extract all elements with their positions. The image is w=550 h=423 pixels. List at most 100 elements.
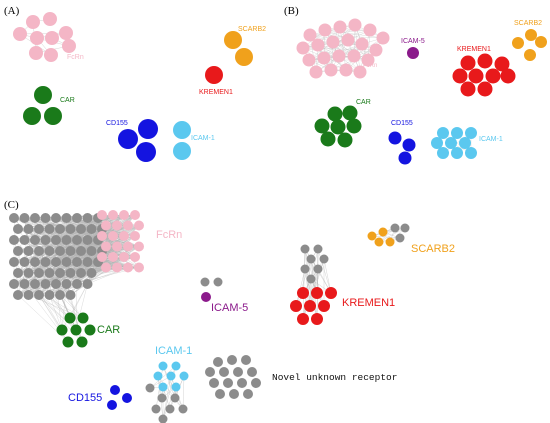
novel-receptor-node: [44, 290, 55, 300]
car-node: [64, 312, 76, 324]
car-node: [44, 107, 62, 125]
network-edge: [295, 268, 306, 307]
novel-receptor-node: [178, 404, 188, 414]
network-edge: [317, 43, 363, 46]
cd155-node: [138, 119, 158, 139]
cd155-node: [107, 400, 117, 410]
novel-receptor-node: [300, 244, 310, 254]
network-edge: [17, 250, 25, 285]
fcrn-node: [112, 220, 122, 231]
novel-receptor-node: [51, 279, 61, 289]
car-node: [70, 324, 82, 336]
novel-receptor-node: [165, 404, 175, 414]
car-node: [330, 119, 346, 135]
fcrn-node: [97, 210, 107, 220]
novel-receptor-node: [61, 235, 72, 245]
fcrn-node: [123, 220, 133, 231]
fcrn-node: [97, 252, 107, 262]
icam1-node: [171, 361, 181, 371]
network-edge: [304, 268, 311, 307]
novel-receptor-node: [86, 224, 97, 234]
kremen1-node: [500, 68, 516, 84]
fcrn-node: [134, 220, 144, 231]
network-edge: [80, 239, 99, 274]
fcrn-node: [130, 231, 140, 241]
icam1-node: [465, 147, 477, 159]
c-car-label: CAR: [97, 324, 120, 336]
network-edge: [19, 33, 70, 47]
fcrn-node: [339, 63, 353, 77]
network-edge: [59, 267, 107, 296]
network-edge: [310, 258, 325, 307]
novel-receptor-node: [23, 268, 34, 278]
network-edge: [371, 235, 401, 239]
a-cd155-label: CD155: [106, 120, 128, 127]
fcrn-node: [108, 231, 118, 241]
novel-receptor-node: [51, 257, 61, 267]
icam1-node: [437, 147, 449, 159]
novel-receptor-node: [34, 268, 44, 278]
fcrn-node: [361, 53, 375, 67]
a-car-label: CAR: [60, 97, 75, 104]
fcrn-node: [43, 12, 57, 26]
fcrn-node: [326, 35, 340, 49]
icam1-node: [153, 371, 163, 381]
novel-receptor-node: [76, 268, 86, 278]
icam1-node: [179, 371, 189, 381]
network-edge: [66, 217, 103, 252]
network-edge: [317, 248, 332, 294]
novel-receptor-node: [40, 235, 51, 245]
network-edge: [169, 375, 185, 410]
novel-receptor-node: [233, 367, 243, 377]
kremen1-node: [477, 53, 493, 69]
novel-receptor-node: [400, 223, 410, 233]
novel-receptor-node: [72, 235, 82, 245]
fcrn-node: [101, 220, 111, 231]
car-node: [76, 336, 88, 348]
novel-receptor-node: [82, 213, 93, 223]
icam5-node: [201, 292, 211, 302]
novel-receptor-node: [9, 235, 19, 245]
novel-receptor-node: [390, 223, 400, 233]
fcrn-node: [112, 262, 122, 273]
car-node: [77, 312, 89, 324]
kremen1-node: [297, 287, 309, 299]
novel-receptor-node: [243, 389, 253, 399]
novel-receptor-node: [23, 224, 34, 234]
a-kremen1-label: KREMEN1: [199, 89, 233, 96]
network-edge: [13, 239, 50, 274]
novel-receptor-node: [19, 235, 30, 245]
novel-receptor-node: [13, 268, 23, 278]
novel-receptor-node: [34, 290, 44, 300]
fcrn-node: [134, 262, 144, 273]
novel-receptor-node: [241, 355, 251, 365]
novel-receptor-node: [215, 389, 225, 399]
fcrn-node: [303, 28, 317, 42]
network-edge: [345, 37, 384, 71]
fcrn-node: [97, 231, 107, 241]
network-edge: [19, 32, 67, 35]
kremen1-node: [290, 300, 302, 312]
car-node: [346, 118, 362, 134]
fcrn-node: [30, 31, 44, 45]
novel-receptor-node: [72, 279, 82, 289]
fcrn-node: [108, 252, 118, 262]
novel-receptor-node: [51, 213, 61, 223]
car-node: [84, 324, 96, 336]
kremen1-node: [311, 287, 323, 299]
novel-receptor-node: [55, 268, 65, 278]
fcrn-node: [45, 31, 59, 45]
kremen1-node: [468, 68, 484, 84]
fcrn-node: [355, 37, 369, 51]
fcrn-node: [112, 241, 122, 252]
novel-receptor-node: [200, 277, 210, 287]
car-node: [23, 107, 41, 125]
c-fcrn-label: FcRn: [156, 229, 182, 241]
novel-receptor-node: [40, 279, 51, 289]
fcrn-node: [369, 43, 383, 57]
cd155-node: [118, 129, 138, 149]
scarb2-node: [512, 37, 524, 49]
network-edge: [302, 278, 312, 320]
novel-receptor-node: [19, 257, 30, 267]
